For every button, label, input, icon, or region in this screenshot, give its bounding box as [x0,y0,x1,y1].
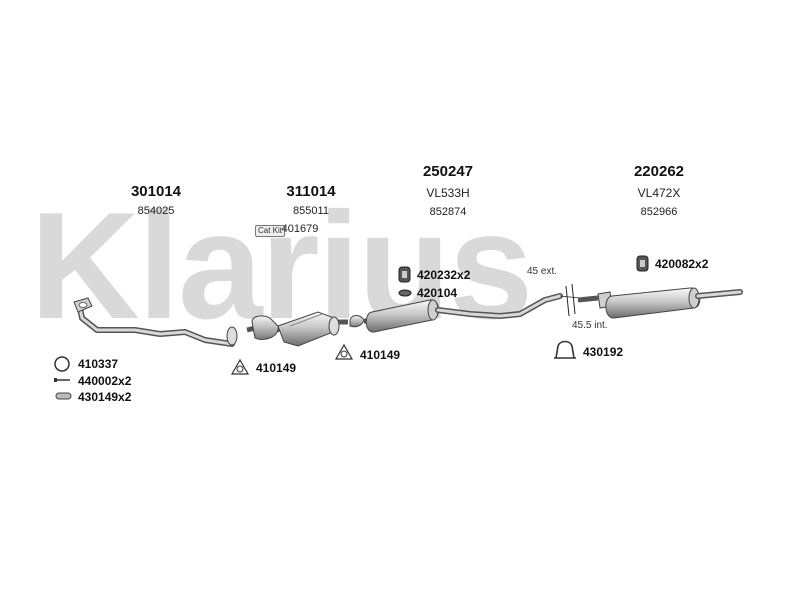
part-label-410149-a: 410149 [256,361,297,375]
part-label-410149-b: 410149 [360,348,401,362]
gasket-icon-410149-b [334,343,354,360]
note-45-5-int: 45.5 int. [572,320,608,331]
bolt-icon-440002 [54,378,70,382]
part-number-311014: 311014 [286,183,336,200]
part-label-420232: 420232x2 [417,268,471,282]
front-pipe-301014 [73,297,235,347]
code-vl533h: VL533H [426,186,470,200]
rubber-hanger-icon-420232 [398,266,411,283]
ref-number-854025: 854025 [137,205,175,217]
gasket-after-cat [328,316,340,336]
part-number-220262: 220262 [633,163,685,180]
part-label-410337: 410337 [78,357,119,371]
part-label-420082: 420082x2 [655,257,709,271]
klarius-watermark-logo: Klarius [30,181,533,351]
part-label-430149: 430149x2 [78,390,132,404]
cut-mark-lines [559,283,581,317]
cat-kit-number: 401679 [281,223,319,235]
ring-icon-410337 [54,356,70,372]
part-label-420104: 420104 [417,286,458,300]
ref-number-852874: 852874 [429,206,467,218]
part-number-301014: 301014 [130,183,182,200]
centre-silencer-250247 [349,293,563,333]
ref-number-852966: 852966 [640,206,678,218]
part-label-440002: 440002x2 [78,374,132,388]
gasket-icon-410149-a [230,358,250,375]
part-label-430192: 430192 [583,345,624,359]
part-number-250247: 250247 [422,163,474,180]
gasket-front [226,326,238,346]
rear-silencer-220262 [577,287,743,319]
cat-kit-badge: Cat Kit [255,225,286,237]
catalytic-converter-311014 [246,311,348,347]
rubber-hanger-icon-420082 [636,255,649,272]
note-45-ext: 45 ext. [527,266,558,277]
u-clamp-icon-430192 [554,340,576,359]
ref-number-855011: 855011 [293,205,329,217]
rubber-ring-icon-420104 [398,289,412,297]
code-vl472x: VL472X [637,186,681,200]
clamp-icon-430149 [55,392,72,400]
